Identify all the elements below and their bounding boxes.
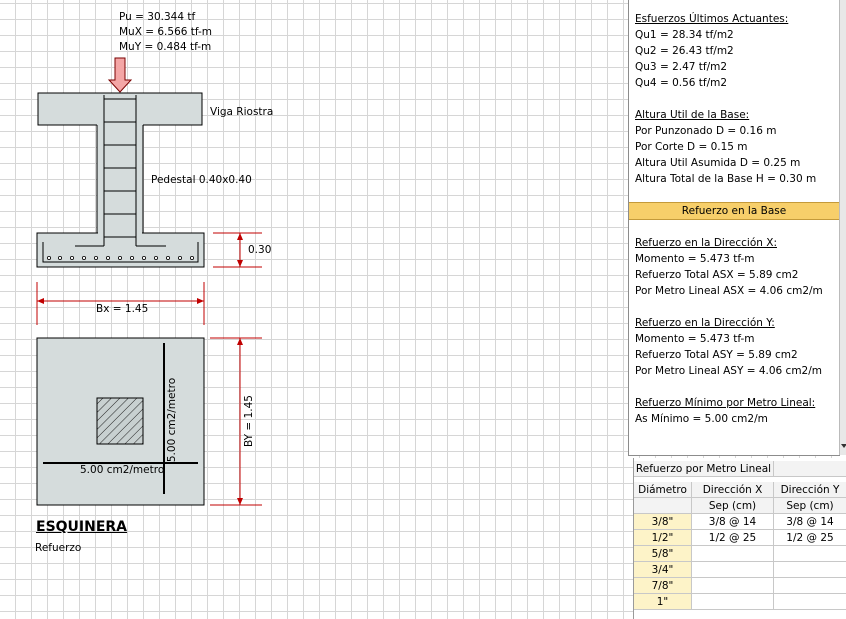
subheader-sep-x: Sep (cm) bbox=[692, 498, 774, 514]
min-reinf-title: Refuerzo Mínimo por Metro Lineal: bbox=[635, 397, 816, 409]
footing-rebar bbox=[42, 242, 199, 263]
momento-y: Momento = 5.473 tf-m bbox=[635, 333, 755, 345]
load-arrow bbox=[107, 57, 133, 93]
pedestal-plan bbox=[96, 397, 144, 445]
table-row-diameter: 1/2" bbox=[634, 530, 692, 546]
pedestal-rebar bbox=[75, 95, 166, 247]
dir-y-title: Refuerzo en la Dirección Y: bbox=[635, 317, 775, 329]
by-label: BY = 1.45 bbox=[243, 395, 255, 447]
table-cell[interactable] bbox=[692, 546, 774, 562]
table-cell[interactable] bbox=[774, 562, 846, 578]
viga-riostra-beam bbox=[37, 92, 203, 126]
table-cell[interactable]: 3/8 @ 14 bbox=[774, 514, 846, 530]
table-cell[interactable] bbox=[774, 578, 846, 594]
table-cell[interactable]: 1/2 @ 25 bbox=[774, 530, 846, 546]
thickness-label: 0.30 bbox=[248, 244, 272, 256]
footing-drawing: BY = 1.45 5.00 cm2/metro bbox=[36, 57, 262, 506]
reinf-y-label: 5.00 cm2/metro bbox=[166, 378, 178, 462]
h-total: Altura Total de la Base H = 0.30 m bbox=[635, 173, 817, 185]
table-cell[interactable] bbox=[692, 594, 774, 610]
subheader-sep-y: Sep (cm) bbox=[774, 498, 846, 514]
pedestal bbox=[97, 124, 143, 234]
table-row-diameter: 5/8" bbox=[634, 546, 692, 562]
d-asumida: Altura Util Asumida D = 0.25 m bbox=[635, 157, 801, 169]
bx-dimension bbox=[36, 282, 205, 325]
qu1-value: Qu1 = 28.34 tf/m2 bbox=[635, 29, 734, 41]
reinf-x-label: 5.00 cm2/metro bbox=[80, 464, 165, 476]
thickness-dimension bbox=[213, 232, 262, 268]
table-cell[interactable] bbox=[692, 578, 774, 594]
subheader-blank bbox=[634, 498, 692, 514]
header-direccion-x: Dirección X bbox=[692, 482, 774, 498]
table-cell[interactable] bbox=[774, 546, 846, 562]
reinforcement-subtitle: Refuerzo bbox=[35, 542, 82, 554]
rebar-dots bbox=[47, 255, 194, 260]
asy-per-meter: Por Metro Lineal ASY = 4.06 cm2/m bbox=[635, 365, 822, 377]
table-title: Refuerzo por Metro Lineal bbox=[634, 461, 774, 477]
stress-title: Esfuerzos Últimos Actuantes: bbox=[635, 13, 789, 25]
as-minimo: As Mínimo = 5.00 cm2/m bbox=[635, 413, 768, 425]
dir-x-title: Refuerzo en la Dirección X: bbox=[635, 237, 777, 249]
qu2-value: Qu2 = 26.43 tf/m2 bbox=[635, 45, 734, 57]
scroll-down-icon[interactable] bbox=[841, 444, 846, 448]
height-title: Altura Util de la Base: bbox=[635, 109, 750, 121]
qu4-value: Qu4 = 0.56 tf/m2 bbox=[635, 77, 728, 89]
d-punzonado: Por Punzonado D = 0.16 m bbox=[635, 125, 777, 137]
asx-total: Refuerzo Total ASX = 5.89 cm2 bbox=[635, 269, 799, 281]
results-panel: Esfuerzos Últimos Actuantes: Qu1 = 28.34… bbox=[628, 0, 840, 456]
reinforcement-table: Refuerzo por Metro Lineal Diámetro Direc… bbox=[633, 458, 846, 619]
table-cell[interactable]: 3/8 @ 14 bbox=[692, 514, 774, 530]
table-cell[interactable] bbox=[774, 594, 846, 610]
asx-per-meter: Por Metro Lineal ASX = 4.06 cm2/m bbox=[635, 285, 823, 297]
viga-label: Viga Riostra bbox=[210, 106, 274, 118]
by-dimension bbox=[210, 337, 262, 506]
mux-label: MuX = 6.566 tf-m bbox=[119, 26, 213, 38]
table-cell[interactable] bbox=[692, 562, 774, 578]
table-cell[interactable]: 1/2 @ 25 bbox=[692, 530, 774, 546]
table-row-diameter: 7/8" bbox=[634, 578, 692, 594]
header-diametro: Diámetro bbox=[634, 482, 692, 498]
footing-type-title: ESQUINERA bbox=[36, 519, 128, 535]
pedestal-label: Pedestal 0.40x0.40 bbox=[151, 174, 252, 186]
table-row-diameter: 3/8" bbox=[634, 514, 692, 530]
results-scrollbar[interactable] bbox=[839, 0, 846, 455]
pu-label: Pu = 30.344 tf bbox=[119, 11, 196, 23]
qu3-value: Qu3 = 2.47 tf/m2 bbox=[635, 61, 728, 73]
table-row-diameter: 3/4" bbox=[634, 562, 692, 578]
asy-total: Refuerzo Total ASY = 5.89 cm2 bbox=[635, 349, 798, 361]
muy-label: MuY = 0.484 tf-m bbox=[119, 41, 212, 53]
header-direccion-y: Dirección Y bbox=[774, 482, 846, 498]
d-corte: Por Corte D = 0.15 m bbox=[635, 141, 748, 153]
bx-label: Bx = 1.45 bbox=[96, 303, 149, 315]
table-row-diameter: 1" bbox=[634, 594, 692, 610]
footing-section bbox=[36, 232, 205, 268]
table-title-filler bbox=[774, 461, 846, 477]
reinforcement-band: Refuerzo en la Base bbox=[629, 202, 839, 220]
momento-x: Momento = 5.473 tf-m bbox=[635, 253, 755, 265]
